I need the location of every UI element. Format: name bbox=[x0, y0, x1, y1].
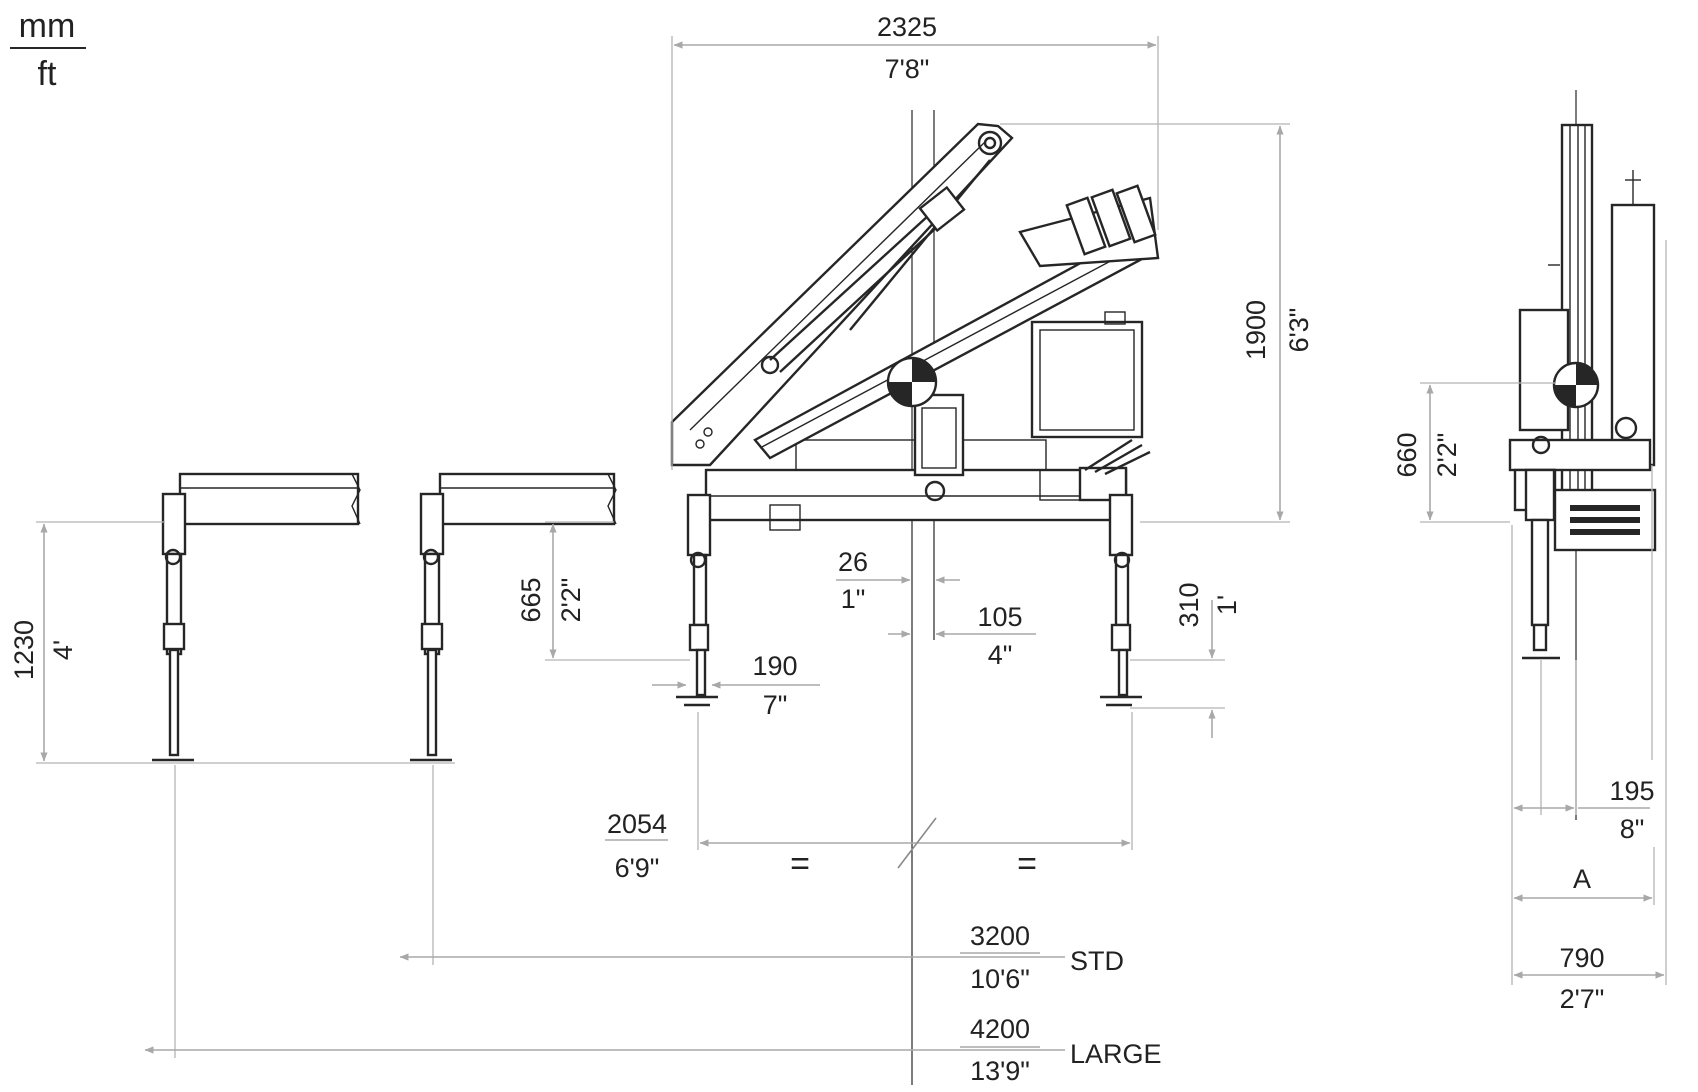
dim-base-width-mm: 2054 bbox=[607, 809, 667, 839]
equal-mark-right: = bbox=[1017, 845, 1037, 883]
dim-std-span-mm: 3200 bbox=[970, 921, 1030, 951]
dim-std-span-ft: 10'6" bbox=[970, 964, 1030, 994]
dim-stroke-mm: 310 bbox=[1174, 582, 1204, 627]
control-levers bbox=[1078, 438, 1151, 502]
units-legend: mm ft bbox=[10, 7, 86, 93]
dim-overall-width-ft: 7'8" bbox=[885, 54, 930, 84]
dim-side-a: A bbox=[1573, 864, 1591, 894]
crane-front-view bbox=[670, 110, 1160, 1085]
oil-tank bbox=[1030, 320, 1144, 439]
dim-side-offset-ft: 8" bbox=[1620, 814, 1645, 844]
unit-ft: ft bbox=[38, 55, 57, 93]
dim-foot-width-ft: 7" bbox=[763, 690, 788, 720]
stabilizer-leg-large bbox=[152, 472, 361, 762]
dim-axis-offset-ft: 4" bbox=[988, 640, 1013, 670]
dim-side-base-height-mm: 660 bbox=[1392, 432, 1422, 477]
dim-stroke-ft: 1' bbox=[1212, 595, 1242, 615]
dim-large-span-ft: 13'9" bbox=[970, 1056, 1030, 1086]
dimension-labels: 2325 7'8" 1900 6'3" 660 2'2" 1230 4' 665… bbox=[9, 12, 1655, 1086]
lift-cylinder bbox=[760, 159, 991, 375]
stabilizer-leg-std bbox=[410, 472, 617, 762]
dim-column-offset-ft: 1" bbox=[841, 584, 866, 614]
dim-foot-width-mm: 190 bbox=[752, 651, 797, 681]
dim-base-width-ft: 6'9" bbox=[615, 853, 660, 883]
dim-large-span-mm: 4200 bbox=[970, 1014, 1030, 1044]
dim-height-ft: 6'3" bbox=[1284, 308, 1314, 353]
dim-leg-height-ft: 4' bbox=[48, 640, 78, 660]
dim-side-base-height-ft: 2'2" bbox=[1432, 433, 1462, 478]
dim-column-offset-mm: 26 bbox=[838, 547, 868, 577]
stabilizer-leg-right bbox=[1100, 493, 1142, 707]
base-frame bbox=[704, 468, 1128, 522]
dimension-lines bbox=[36, 36, 1667, 1058]
dim-leg-mid-height-mm: 665 bbox=[516, 577, 546, 622]
equal-mark-left: = bbox=[790, 845, 810, 883]
dim-side-offset-mm: 195 bbox=[1609, 776, 1654, 806]
stabilizer-leg-left bbox=[676, 493, 718, 707]
dim-leg-mid-height-ft: 2'2" bbox=[556, 578, 586, 623]
dim-side-width-ft: 2'7" bbox=[1560, 984, 1605, 1014]
dim-axis-offset-mm: 105 bbox=[977, 602, 1022, 632]
dim-leg-height-mm: 1230 bbox=[9, 620, 39, 680]
crane-side-view bbox=[1508, 90, 1657, 820]
dim-std-label: STD bbox=[1070, 946, 1124, 976]
dim-side-width-mm: 790 bbox=[1559, 943, 1604, 973]
unit-mm: mm bbox=[19, 7, 76, 45]
dim-height-mm: 1900 bbox=[1241, 300, 1271, 360]
dim-large-label: LARGE bbox=[1070, 1039, 1162, 1069]
dim-overall-width-mm: 2325 bbox=[877, 12, 937, 42]
